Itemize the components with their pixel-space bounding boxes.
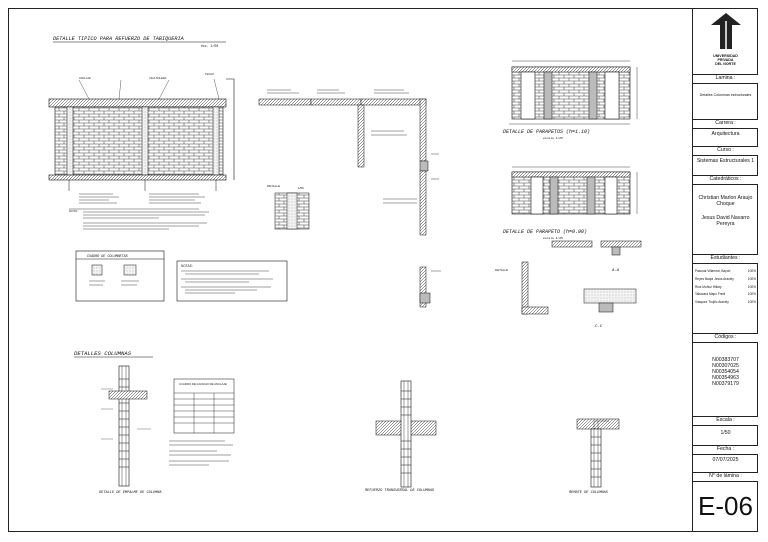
empalme-detail: DETALLE DE EMPALME DE COLUMNA [99, 365, 162, 495]
parapeto-110: DETALLE DE PARAPETOS (h=1.10) escala 1/2… [503, 60, 638, 140]
university-name-1: UNIVERSIDAD [713, 54, 738, 58]
drawing-sheet: DETALLE TIPICO PARA REFUERZO DE TABIQUER… [8, 8, 758, 532]
parapeto-090-title: DETALLE DE PARAPETO (h=0.90) [503, 229, 587, 235]
university-name-2: PRIVADA [717, 58, 734, 62]
remate-title: REMATE DE COLUMNAS [569, 491, 609, 495]
parapeto-090-scale: escala 1/25 [543, 236, 563, 240]
ganchos-table: CUADRO DE GANCHO DE ANCLAJE [169, 378, 235, 466]
codigos-label: Códigos : [693, 334, 758, 343]
estudiantes-label: Estudiantes : [693, 255, 758, 264]
columnetas-title: CUADRO DE COLUMNETAS [87, 255, 128, 259]
tabiqueria-elevation: ANCLAJE VIGA SOLERA TECHO [48, 72, 235, 191]
catedraticos-cell: Christian Marlon Araujo Choque Jesus Dav… [693, 185, 758, 255]
section-a-label: A-A [611, 269, 620, 273]
notas-title: NOTAS: [181, 264, 193, 268]
empalme-title: DETALLE DE EMPALME DE COLUMNA [99, 491, 162, 495]
logo-cell: UNIVERSIDAD PRIVADA DEL NORTE [693, 9, 758, 75]
parapeto-090: DETALLE DE PARAPETO (h=0.90) escala 1/25 [503, 166, 638, 240]
refuerzo-transversal-title: REFUERZO TRANSVERSAL DE COLUMNAS [365, 489, 435, 493]
columneta-section: DETALLE 1/50 [267, 184, 310, 230]
fecha-label: Fecha : [693, 446, 758, 455]
title-block: UNIVERSIDAD PRIVADA DEL NORTE Lamina : D… [692, 9, 758, 531]
ganchos-title: CUADRO DE GANCHO DE ANCLAJE [179, 382, 227, 386]
notes-box: NOTAS: [176, 260, 288, 302]
svg-text:1/50: 1/50 [298, 186, 304, 190]
svg-text:NOTA:: NOTA: [69, 209, 78, 213]
catedraticos-label: Catedráticos : [693, 176, 758, 185]
svg-text:TECHO: TECHO [205, 72, 214, 76]
escala-label: Escala : [693, 417, 758, 426]
refuerzo-transversal-detail: REFUERZO TRANSVERSAL DE COLUMNAS [365, 380, 437, 493]
section-detail-label: DETALLE [495, 268, 508, 272]
detalles-columnas-title: DETALLES COLUMNAS [74, 350, 132, 357]
codigo-item: N00307025 [712, 363, 739, 369]
catedratico-2: Jesus David Navarro Pereyra [701, 215, 750, 227]
columnetas-table: CUADRO DE COLUMNETAS [75, 250, 165, 302]
refuerzo-title: DETALLE TIPICO PARA REFUERZO DE TABIQUER… [53, 36, 184, 42]
university-logo-icon [710, 13, 741, 49]
plan-layout [258, 89, 441, 308]
carrera-label: Carrera : [693, 120, 758, 129]
parapeto-110-title: DETALLE DE PARAPETOS (h=1.10) [503, 129, 590, 135]
curso-label: Curso : [693, 147, 758, 156]
curso-value: Sistemas Estructurales 1 [693, 156, 758, 176]
university-name-3: DEL NORTE [715, 62, 736, 66]
lamina-label: Lamina : [693, 75, 758, 84]
svg-text:ANCLAJE: ANCLAJE [79, 76, 91, 80]
sheet-number: E-06 [698, 491, 753, 521]
remate-detail: REMATE DE COLUMNAS [569, 418, 620, 495]
tabiqueria-notes: NOTA: [69, 193, 209, 230]
drawing-area: DETALLE TIPICO PARA REFUERZO DE TABIQUER… [9, 9, 692, 531]
nro-lamina-label: N° de lámina : [693, 473, 758, 482]
catedratico-1: Christian Marlon Araujo Choque [698, 195, 753, 207]
refuerzo-scale: esc. 1/50 [201, 44, 218, 48]
codigos-list: N00383707 N00307025 N00354054 N00354963 … [693, 343, 758, 417]
carrera-value: Arquitectura [693, 129, 758, 147]
cad-drawing: DETALLE TIPICO PARA REFUERZO DE TABIQUER… [48, 36, 642, 495]
parapeto-110-scale: escala 1/25 [543, 136, 563, 140]
codigo-item: N00383707 [712, 357, 739, 363]
codigo-item: N00379179 [712, 381, 739, 387]
lamina-value: Detalles Columnas estructurales [693, 84, 758, 120]
svg-text:VIGA SOLERA: VIGA SOLERA [149, 76, 167, 80]
escala-value: 1/50 [693, 426, 758, 446]
codigo-item: N00354054 [712, 369, 739, 375]
svg-text:DETALLE: DETALLE [267, 184, 280, 188]
sections-detail: DETALLE A-A C-C [495, 240, 642, 329]
codigo-item: N00354963 [712, 375, 739, 381]
fecha-value: 07/07/2025 [693, 455, 758, 473]
section-c-label: C-C [595, 325, 603, 329]
